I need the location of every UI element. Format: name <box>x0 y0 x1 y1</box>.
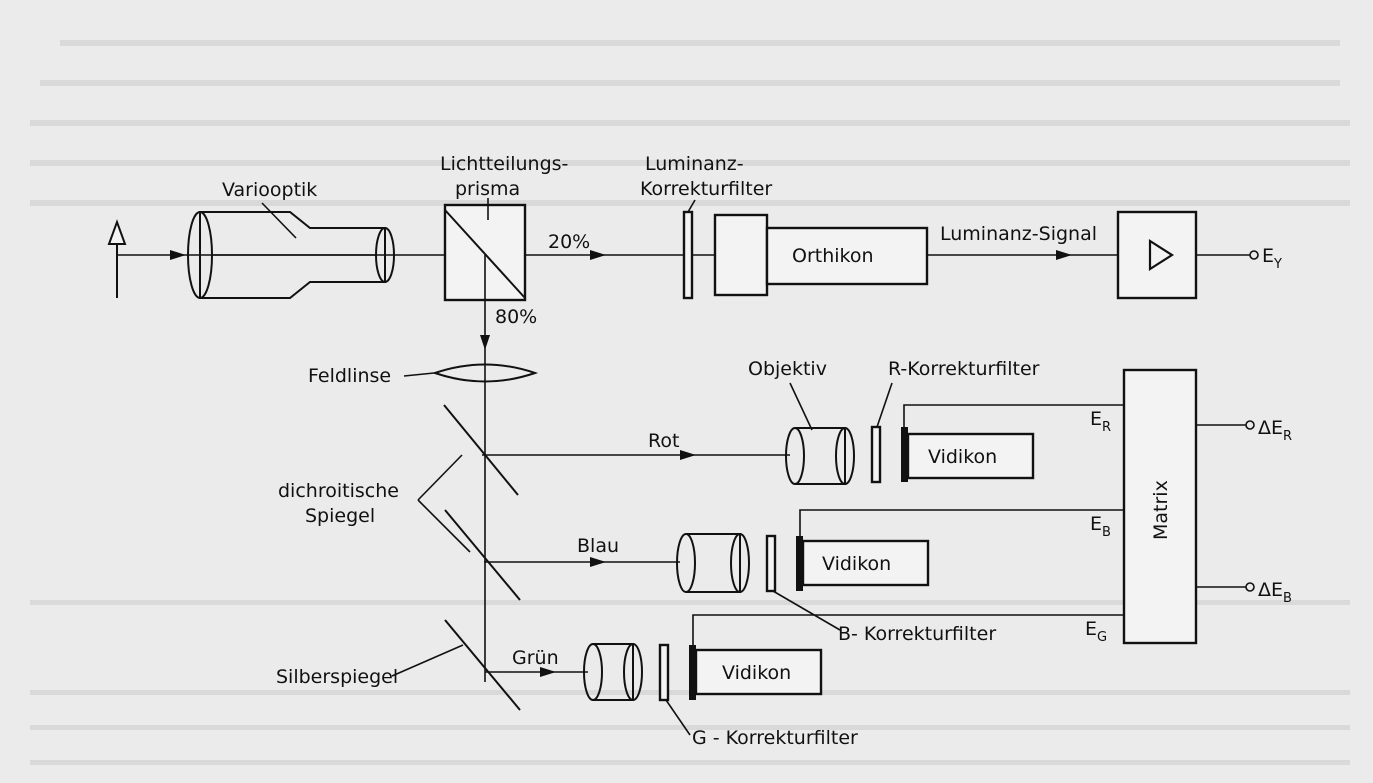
variooptik-lens <box>187 211 395 299</box>
label-dichroitische-1: dichroitische <box>278 480 399 502</box>
label-luminanz-signal: Luminanz-Signal <box>940 223 1097 245</box>
leader-feldlinse <box>403 372 435 377</box>
objektiv-blau <box>676 533 750 593</box>
label-er: ER <box>1090 408 1111 435</box>
r-korrekturfilter <box>870 425 882 484</box>
vidikon-gruen <box>689 645 823 700</box>
label-luminanz-1: Luminanz- <box>645 153 744 175</box>
vertical-arrow <box>480 335 490 350</box>
label-feldlinse: Feldlinse <box>308 365 391 387</box>
mirror-rot <box>443 404 519 496</box>
mirror-silber <box>444 619 521 711</box>
amplifier-triangle-icon <box>1148 238 1175 272</box>
axis-arrow-1 <box>170 250 186 260</box>
deb-terminal <box>1245 582 1255 592</box>
label-ey: EY <box>1262 245 1282 272</box>
axis-arrow-2 <box>590 250 606 260</box>
delta-eb-sub: B <box>1283 591 1292 606</box>
label-rot: Rot <box>648 430 679 452</box>
label-blau: Blau <box>577 535 619 557</box>
label-matrix: Matrix <box>1150 480 1172 540</box>
eb-main: E <box>1090 513 1102 535</box>
beam-splitter-prism <box>443 203 527 302</box>
leader-b-filter <box>772 590 841 631</box>
label-lichtteilungsprisma-2: prisma <box>455 178 520 200</box>
rot-arrow <box>680 450 696 460</box>
label-g-korrekturfilter: G - Korrekturfilter <box>692 727 858 749</box>
blau-arrow <box>590 557 606 567</box>
ey-sub: Y <box>1273 257 1282 272</box>
label-silberspiegel: Silberspiegel <box>276 666 398 688</box>
label-20-percent: 20% <box>548 231 590 253</box>
leader-dichro-1 <box>417 454 463 501</box>
eg-sub: G <box>1097 630 1107 645</box>
vidikon-rot <box>901 427 1035 482</box>
leader-variooptik <box>261 202 297 239</box>
feldlinse-lens <box>431 363 539 383</box>
amplifier-box <box>1116 210 1198 300</box>
label-objektiv: Objektiv <box>748 358 827 380</box>
eb-sub: B <box>1102 525 1111 540</box>
b-korrekturfilter <box>765 534 777 593</box>
label-eg: EG <box>1085 618 1107 645</box>
label-vidikon-rot: Vidikon <box>928 446 997 468</box>
label-delta-er: ΔER <box>1258 417 1292 444</box>
objektiv-gruen <box>583 643 643 701</box>
leader-luminanz-filter <box>687 199 696 213</box>
leader-objektiv <box>789 382 813 431</box>
leader-g-filter <box>665 699 691 736</box>
label-80-percent: 80% <box>495 306 537 328</box>
label-luminanz-2: Korrekturfilter <box>640 178 772 200</box>
object-arrow-icon <box>107 219 127 298</box>
er-main: E <box>1090 408 1102 430</box>
delta-er-main: ΔE <box>1258 417 1283 439</box>
vidikon-blau <box>796 536 930 591</box>
g-korrekturfilter <box>658 643 670 702</box>
gruen-arrow <box>540 667 556 677</box>
er-line <box>903 404 1124 427</box>
label-b-korrekturfilter: B- Korrekturfilter <box>838 623 996 645</box>
luminanz-korrekturfilter <box>682 210 694 300</box>
objektiv-rot <box>785 427 855 485</box>
eg-line <box>692 614 1124 645</box>
orthikon-tube <box>713 213 929 297</box>
label-variooptik: Variooptik <box>222 179 317 201</box>
label-lichtteilungsprisma-1: Lichtteilungs- <box>440 153 568 175</box>
delta-er-sub: R <box>1283 429 1292 444</box>
eb-line <box>799 509 1124 536</box>
label-r-korrekturfilter: R-Korrekturfilter <box>888 358 1040 380</box>
delta-eb-main: ΔE <box>1258 579 1283 601</box>
label-orthikon: Orthikon <box>792 245 874 267</box>
label-vidikon-blau: Vidikon <box>822 553 891 575</box>
leader-r-filter <box>876 382 893 428</box>
der-terminal <box>1245 420 1255 430</box>
label-dichroitische-2: Spiegel <box>305 505 375 527</box>
label-gruen: Grün <box>512 647 559 669</box>
label-eb: EB <box>1090 513 1111 540</box>
leader-silberspiegel <box>391 644 464 677</box>
ey-terminal <box>1249 250 1259 260</box>
luminanz-signal-arrow <box>1056 250 1072 260</box>
leader-dichro-2 <box>417 499 471 553</box>
mirror-blau <box>444 509 521 601</box>
label-delta-eb: ΔEB <box>1258 579 1292 606</box>
matrix-box <box>1122 368 1198 645</box>
eg-main: E <box>1085 618 1097 640</box>
ey-main: E <box>1262 245 1274 267</box>
er-sub: R <box>1102 420 1111 435</box>
label-vidikon-gruen: Vidikon <box>722 662 791 684</box>
